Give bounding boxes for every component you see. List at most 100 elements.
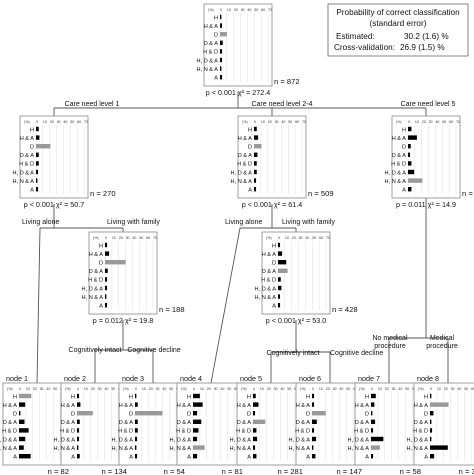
bar-3 (430, 419, 432, 424)
axis-tick-label: (%) (418, 387, 424, 391)
bar-7 (253, 454, 257, 459)
bar-5 (408, 169, 415, 175)
category-label: H, N & A (112, 446, 134, 452)
bar-3 (105, 268, 108, 273)
axis-tick-label: 30 (57, 120, 61, 124)
bar-0 (371, 393, 376, 399)
category-label: H, N & A (255, 295, 277, 301)
axis-tick-label: 10 (415, 120, 419, 124)
axis-tick-label: 10 (142, 387, 146, 391)
axis-tick-label: (%) (24, 120, 30, 124)
axis-tick-label: 30 (126, 236, 130, 240)
bar-3 (19, 419, 25, 424)
category-label: H, D & A (197, 58, 219, 64)
axis-tick-label: 10 (227, 8, 231, 12)
bar-7 (408, 187, 412, 192)
node-count: n = 428 (332, 305, 358, 314)
axis-tick-label: 50 (287, 387, 291, 391)
axis-tick-label: 0 (430, 387, 432, 391)
bar-0 (135, 393, 137, 399)
category-label: D (30, 145, 34, 151)
bar-2 (253, 411, 256, 416)
category-label: H, N & A (0, 446, 17, 452)
node-box (19, 115, 89, 199)
node-box (203, 3, 273, 87)
category-label: D (248, 145, 252, 151)
bar-6 (135, 445, 137, 450)
axis-tick-label: 70 (268, 8, 272, 12)
axis-tick-label: 0 (105, 236, 107, 240)
axis-tick-label: (%) (208, 8, 214, 12)
node-title: node 7 (358, 374, 380, 383)
edge-label: Living alone (22, 219, 59, 226)
axis-tick-label: 50 (442, 120, 446, 124)
category-label: H (247, 394, 251, 400)
axis-tick-label: 40 (435, 120, 439, 124)
bar-2 (278, 260, 287, 265)
axis-tick-label: 60 (234, 387, 238, 391)
axis-tick-label: 30 (333, 387, 337, 391)
category-label: D (187, 412, 191, 418)
category-label: H, N & A (82, 295, 104, 301)
edge-label: Care need level 2-4 (251, 101, 312, 108)
node-title: node 3 (122, 374, 144, 383)
axis-tick-label: 40 (281, 120, 285, 124)
bar-7 (220, 75, 223, 80)
edge-label: Living with family (107, 219, 160, 226)
axis-tick-label: 50 (227, 387, 231, 391)
axis-tick-label: 30 (274, 387, 278, 391)
bar-4 (105, 277, 108, 282)
category-label: H (214, 15, 218, 21)
axis-tick-label: 50 (312, 236, 316, 240)
axis-tick-label: 70 (153, 236, 157, 240)
axis-tick-label: 40 (46, 387, 50, 391)
bar-5 (371, 436, 384, 442)
category-label: H, N & A (54, 446, 76, 452)
bar-6 (105, 294, 107, 299)
category-label: H, N & A (231, 179, 253, 185)
axis-tick-label: 50 (70, 120, 74, 124)
node-count: n = 35 (459, 467, 474, 475)
category-label: H & D (391, 162, 406, 168)
bar-5 (193, 436, 198, 442)
category-label: D & A (20, 153, 35, 159)
category-label: H & A (204, 24, 219, 30)
category-label: A (30, 188, 34, 194)
axis-tick-label: (%) (181, 387, 187, 391)
axis-tick-label: (%) (7, 387, 13, 391)
bar-2 (135, 411, 163, 416)
node-box (2, 382, 72, 466)
axis-tick-label: 20 (234, 8, 238, 12)
node-box (176, 382, 246, 466)
category-label: D & A (392, 153, 407, 159)
bar-3 (77, 419, 80, 424)
axis-tick-label: 20 (91, 387, 95, 391)
category-label: H & A (119, 403, 134, 409)
bar-6 (371, 445, 380, 450)
axis-tick-label: 0 (254, 120, 256, 124)
bar-2 (220, 32, 227, 37)
axis-tick-label: 0 (278, 236, 280, 240)
bar-4 (135, 428, 138, 433)
bar-3 (312, 419, 317, 424)
category-label: H (30, 127, 34, 133)
axis-tick-label: 20 (444, 387, 448, 391)
node-title: node 6 (299, 374, 321, 383)
category-label: D & A (355, 420, 370, 426)
category-label: H & A (177, 403, 192, 409)
axis-tick-label: 20 (267, 387, 271, 391)
node-count: n = 188 (159, 305, 185, 314)
bar-3 (254, 152, 258, 157)
category-label: H, D & A (255, 286, 277, 292)
category-label: H (365, 394, 369, 400)
category-label: A (402, 188, 406, 194)
axis-tick-label: 50 (346, 387, 350, 391)
category-label: H (424, 394, 428, 400)
bar-4 (36, 161, 39, 166)
category-label: H, N & A (289, 446, 311, 452)
axis-tick-label: 0 (253, 387, 255, 391)
